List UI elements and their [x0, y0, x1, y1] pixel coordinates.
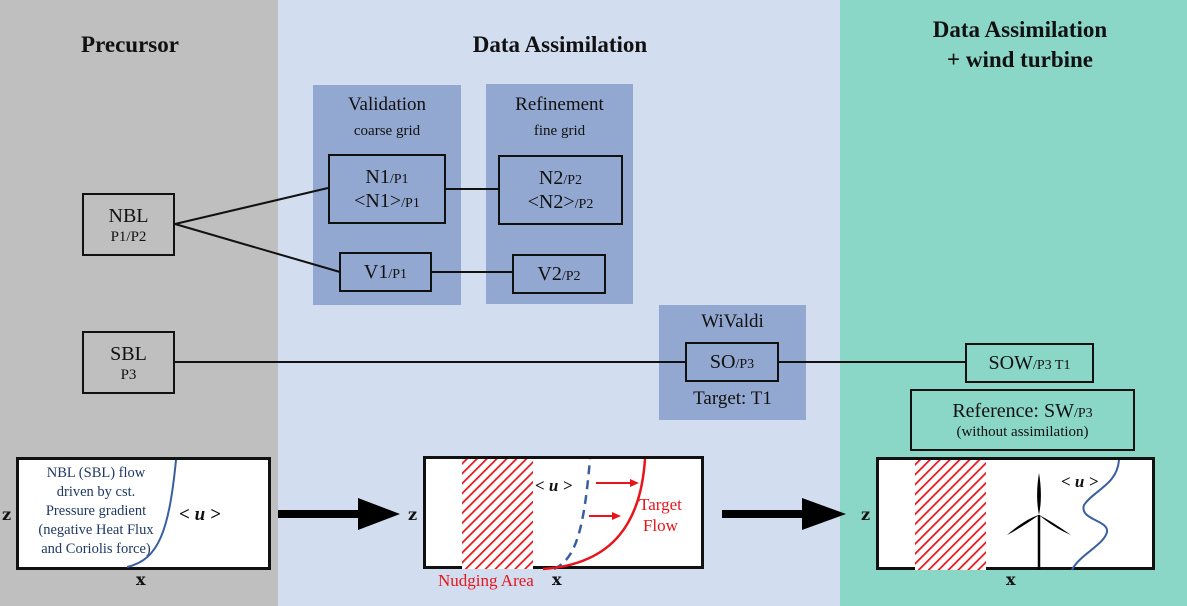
precursor-plot: NBL (SBL) flow driven by cst. Pressure g…	[16, 457, 271, 570]
wivaldi-target: Target: T1	[693, 388, 772, 409]
validation-subtitle: coarse grid	[353, 123, 421, 139]
validation-group: Validation coarse grid	[313, 85, 461, 305]
target-flow-label: Target Flow	[639, 495, 682, 535]
heading-line-1: Data Assimilation	[932, 17, 1108, 42]
nbl-sub: P1/P2	[110, 228, 147, 245]
n2-box[interactable]: N2/P2 <N2>/P2	[498, 155, 623, 225]
assimilation-plot: < u > Target Flow	[423, 456, 704, 571]
precursor-description: NBL (SBL) flow driven by cst. Pressure g…	[38, 465, 154, 557]
n1-line1: N1/P1	[365, 166, 409, 188]
reference-box[interactable]: Reference: SW/P3 (without assimilation)	[910, 389, 1135, 451]
reference-note: (without assimilation)	[956, 424, 1089, 440]
so-box[interactable]: SO/P3	[685, 342, 779, 382]
data-assimilation-turbine-heading: Data Assimilation + wind turbine	[870, 15, 1170, 75]
precursor-heading: Precursor	[81, 32, 179, 57]
nudging-area-hatch	[462, 459, 533, 569]
nudging-arrow-icon	[589, 512, 621, 520]
nudging-area-hatch	[915, 460, 986, 570]
precursor-profile	[126, 460, 177, 568]
z-axis-label: z	[861, 505, 871, 524]
x-axis-label: x	[552, 570, 562, 589]
nudging-area-label: Nudging Area	[438, 571, 534, 590]
v1-label: V1/P1	[363, 261, 408, 283]
heading-line-2: + wind turbine	[946, 47, 1094, 72]
x-axis-label: x	[1006, 570, 1016, 589]
velocity-profile-curve	[126, 460, 177, 568]
z-axis-label: z	[2, 505, 12, 524]
v2-label: V2/P2	[537, 263, 581, 285]
nudging-arrow-icon	[596, 479, 639, 487]
mean-velocity-label: < u >	[1061, 472, 1099, 491]
turbine-plot: < u >	[876, 457, 1155, 571]
sbl-label: SBL	[110, 342, 147, 365]
validation-title: Validation	[347, 94, 427, 115]
turbine-plot-drawing	[915, 460, 1120, 571]
so-label: SO/P3	[709, 351, 755, 373]
x-axis-label: x	[136, 570, 146, 589]
z-axis-label: z	[408, 505, 418, 524]
n1-line2: <N1>/P1	[354, 190, 420, 212]
sbl-box[interactable]: SBL P3	[82, 331, 175, 394]
sow-box[interactable]: SOW/P3 T1	[965, 343, 1094, 383]
connector-nbl-n1	[174, 187, 329, 225]
nbl-box[interactable]: NBL P1/P2	[82, 193, 175, 256]
mean-velocity-label: < u >	[535, 476, 573, 495]
target-profile-curve	[542, 459, 647, 571]
assimilation-plot-drawing	[462, 459, 647, 571]
mean-velocity-label: < u >	[179, 504, 221, 525]
refinement-group: Refinement fine grid	[486, 84, 633, 304]
v2-box[interactable]: V2/P2	[512, 254, 606, 294]
n2-line2: <N2>/P2	[527, 191, 594, 213]
n2-line1: N2/P2	[538, 167, 583, 189]
reference-label: Reference: SW/P3	[952, 400, 1093, 422]
v1-box[interactable]: V1/P1	[339, 252, 432, 292]
wake-velocity-profile-curve	[1071, 460, 1120, 571]
wivaldi-title: WiValdi	[701, 311, 764, 332]
nbl-label: NBL	[108, 204, 149, 227]
refinement-subtitle: fine grid	[533, 123, 586, 139]
sow-label: SOW/P3 T1	[988, 352, 1071, 374]
connector-nbl-v1	[174, 223, 341, 273]
refinement-title: Refinement	[515, 94, 604, 115]
n1-box[interactable]: N1/P1 <N1>/P1	[328, 154, 446, 224]
wind-turbine-icon	[1007, 473, 1071, 570]
current-profile-dashed	[553, 459, 592, 571]
sbl-sub: P3	[120, 366, 137, 383]
data-assimilation-heading: Data Assimilation	[472, 32, 648, 57]
